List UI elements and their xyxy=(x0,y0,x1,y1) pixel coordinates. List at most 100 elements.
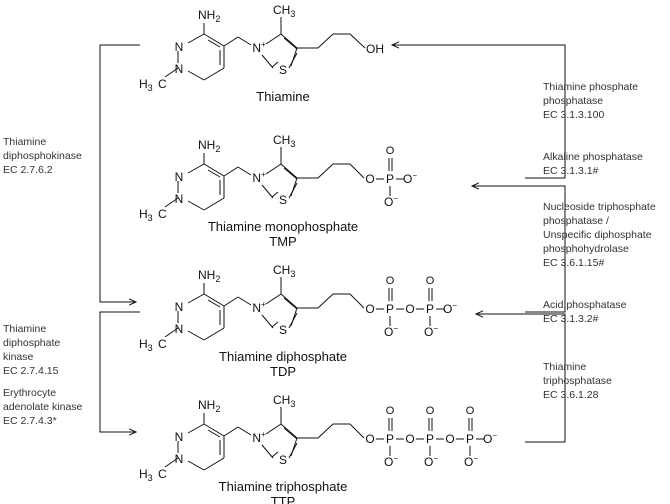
enzyme-ec-number: EC 2.7.6.2 xyxy=(3,164,53,176)
enzyme-label-line: Unspecific diphosphate xyxy=(543,229,652,241)
hydroxyl-label: OH xyxy=(366,42,384,56)
bond xyxy=(280,423,298,439)
bond xyxy=(349,293,365,309)
sulfur-label: S xyxy=(279,63,287,77)
terminal-anionic-oxygen-label: O− xyxy=(403,171,417,186)
amino-group-label: NH2 xyxy=(198,268,220,284)
ring-nitrogen-label: N xyxy=(175,430,184,444)
amino-group-label: NH2 xyxy=(198,138,220,154)
methyl-group-label: H3 xyxy=(139,337,153,353)
bond xyxy=(283,297,298,310)
enzyme-label-line: Thiamine phosphate xyxy=(543,81,639,93)
sulfur-label: S xyxy=(279,193,287,207)
bond xyxy=(237,426,252,436)
enzyme-label-line: Acid phosphatase xyxy=(543,299,627,311)
bond xyxy=(349,423,365,439)
bond xyxy=(164,457,179,468)
ring-nitrogen-label: N xyxy=(175,170,184,184)
methyl-carbon-label: C xyxy=(158,337,167,351)
bond xyxy=(237,166,252,176)
bond xyxy=(283,37,298,50)
bridging-oxygen-label: O xyxy=(365,172,374,186)
bond xyxy=(265,423,282,435)
phosphorus-label: P xyxy=(386,432,394,446)
arrow-tmp-to-thiamine xyxy=(392,45,566,179)
bond xyxy=(271,191,279,198)
bond xyxy=(207,169,221,178)
ring-nitrogen-label: N xyxy=(175,192,184,206)
bond xyxy=(187,293,205,304)
methyl-carbon-label: C xyxy=(158,207,167,221)
enzyme-label-line: Alkaline phosphatase xyxy=(543,151,643,163)
enzyme-ec-number: EC 2.7.4.15 xyxy=(3,365,59,377)
ring-nitrogen-label: N xyxy=(175,40,184,54)
bridging-oxygen-label: O xyxy=(405,302,414,316)
bond xyxy=(203,163,225,177)
phosphorus-label: P xyxy=(426,302,434,316)
thiazolium-nitrogen-label: N+ xyxy=(252,300,266,315)
phosphoryl-oxygen-label: O xyxy=(386,405,395,417)
compound-name: Thiamine diphosphate xyxy=(219,349,347,364)
bond xyxy=(223,296,239,307)
anionic-oxygen-label: O− xyxy=(384,194,398,209)
bond xyxy=(317,163,334,179)
thiazolium-nitrogen-label: N+ xyxy=(252,170,266,185)
enzyme-alkaline-phosphatase: Alkaline phosphatase EC 3.1.3.1# xyxy=(543,150,643,178)
bond xyxy=(203,197,225,211)
bond xyxy=(280,293,298,309)
arrow-ttp-to-tdp xyxy=(476,314,566,443)
bond xyxy=(265,33,282,45)
bond xyxy=(203,33,225,47)
enzyme-thiamine-triphosphatase: Thiamine triphosphatase EC 3.6.1.28 xyxy=(543,360,612,402)
enzyme-label-line: adenolate kinase xyxy=(3,401,83,413)
compound-abbreviation: TMP xyxy=(269,234,296,249)
bond xyxy=(207,299,221,308)
enzyme-adenolate-kinase: Erythrocyte adenolate kinase EC 2.7.4.3* xyxy=(3,386,82,428)
enzyme-nucleoside-triphosphate-phosphatase: Nucleoside triphosphate phosphatase / Un… xyxy=(543,200,656,270)
anionic-oxygen-label: O− xyxy=(384,454,398,469)
amino-group-label: NH2 xyxy=(198,398,220,414)
phosphoryl-oxygen-label: O xyxy=(426,405,435,417)
compound-name: Thiamine monophosphate xyxy=(208,219,358,234)
bond xyxy=(203,457,225,471)
bond xyxy=(280,163,298,179)
enzyme-ec-number: EC 3.6.1.15# xyxy=(543,257,605,269)
bond xyxy=(223,426,239,437)
enzyme-acid-phosphatase: Acid phosphatase EC 3.1.3.2# xyxy=(543,298,626,326)
enzyme-label-line: phosphohydrolase xyxy=(543,243,629,255)
phosphorus-label: P xyxy=(426,432,434,446)
bond xyxy=(203,293,225,307)
sulfur-label: S xyxy=(279,453,287,467)
phosphorus-label: P xyxy=(466,432,474,446)
bond xyxy=(317,423,334,439)
ring-nitrogen-label: N xyxy=(175,452,184,466)
thiazolium-nitrogen-label: N+ xyxy=(252,430,266,445)
anionic-oxygen-label: O− xyxy=(384,324,398,339)
enzyme-ec-number: EC 3.1.3.100 xyxy=(543,109,605,121)
bond xyxy=(207,429,221,438)
bond xyxy=(283,167,298,180)
enzyme-ec-number: EC 3.6.1.28 xyxy=(543,389,599,401)
enzyme-label-line: Thiamine xyxy=(3,323,47,335)
enzyme-label-line: Thiamine xyxy=(543,361,587,373)
bond xyxy=(271,321,279,328)
arrow-thiamine-to-tdp xyxy=(99,44,140,302)
thiazole-methyl-label: CH3 xyxy=(273,263,295,279)
enzyme-thiamine-phosphate-phosphatase: Thiamine phosphate phosphatase EC 3.1.3.… xyxy=(543,80,638,122)
bridging-oxygen-label: O xyxy=(445,432,454,446)
bond xyxy=(203,67,225,81)
bridging-oxygen-label: O xyxy=(365,432,374,446)
sulfur-label: S xyxy=(279,323,287,337)
methyl-group-label: H3 xyxy=(139,467,153,483)
terminal-anionic-oxygen-label: O− xyxy=(483,431,497,446)
compound-name: Thiamine xyxy=(256,89,309,104)
bond xyxy=(164,67,179,78)
bond xyxy=(317,293,334,309)
enzyme-label-line: kinase xyxy=(3,351,34,363)
bond xyxy=(164,327,179,338)
bond xyxy=(280,33,298,49)
bond xyxy=(187,423,205,434)
terminal-anionic-oxygen-label: O− xyxy=(443,301,457,316)
